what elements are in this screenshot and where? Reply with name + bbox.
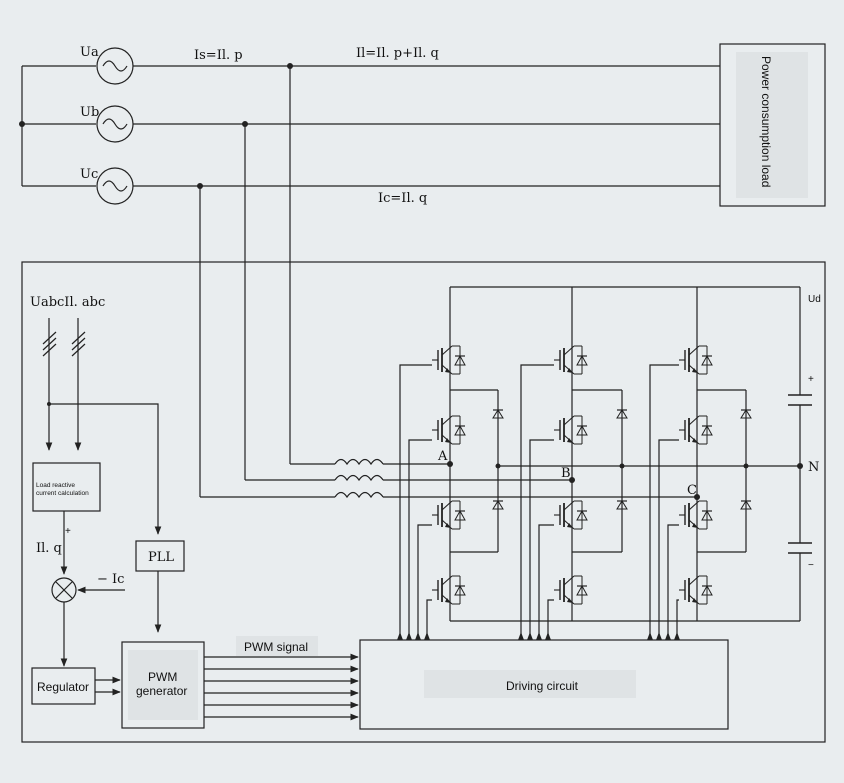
leg-c [678,287,752,621]
label-il: Il=Il. p+Il. q [356,46,439,61]
label-uc: Uc [80,167,98,182]
label-ud: Ud [808,294,821,305]
pwm-signal-label: PWM signal [244,640,308,654]
load-reactive-block: Load reactive current calculation [32,462,101,512]
node-b: B [561,466,571,481]
label-ic-line: Ic=Il. q [378,191,427,206]
label-uabc: UabcIl. abc [30,295,105,310]
cap-minus: − [808,560,814,571]
gate-wires [397,364,680,640]
source-uc [96,167,134,205]
regulator-label: Regulator [37,680,89,694]
load-calc-line1: Load reactive [36,482,75,489]
regulator-block: Regulator [31,667,96,705]
pwm-signal-arrows: PWM signal [204,636,359,721]
compensator-frame [21,261,826,743]
cap-plus: + [808,374,814,385]
capacitor-top [788,394,812,406]
pwm-gen-line1: PWM [148,670,177,684]
control-section: UabcIl. abc Load reactive current calcul… [30,295,729,730]
source-section: Ua Ub Uc Is=Il. p Il=Il. p+Il. q Ic=Il. … [19,45,720,206]
capacitor-bottom [788,542,812,554]
leg-b [553,287,628,621]
pwm-generator-block: PWM generator [121,641,205,729]
pll-block: PLL [135,540,185,572]
source-ua [96,47,134,85]
driving-circuit-block: Driving circuit [359,639,729,730]
power-consumption-load: Power consumption load [719,43,826,207]
node-c: C [687,483,697,498]
load-calc-line2: current calculation [36,490,89,497]
pll-label: PLL [148,550,174,565]
label-ub: Ub [80,105,99,120]
pwm-gen-line2: generator [136,684,187,698]
label-ua: Ua [80,45,99,60]
leg-a [431,287,504,621]
label-minus-ic: − Ic [97,572,124,587]
node-a: A [437,449,448,464]
node-n: N [808,460,819,475]
label-is: Is=Il. p [194,48,243,63]
source-ub [96,105,134,143]
driving-circuit-label: Driving circuit [506,679,579,693]
load-label: Power consumption load [759,56,773,187]
label-plus: + [65,526,71,537]
summing-junction [51,577,77,603]
label-ilq: Il. q [36,541,62,556]
inverter-bridge: Ud + − N [397,286,821,640]
